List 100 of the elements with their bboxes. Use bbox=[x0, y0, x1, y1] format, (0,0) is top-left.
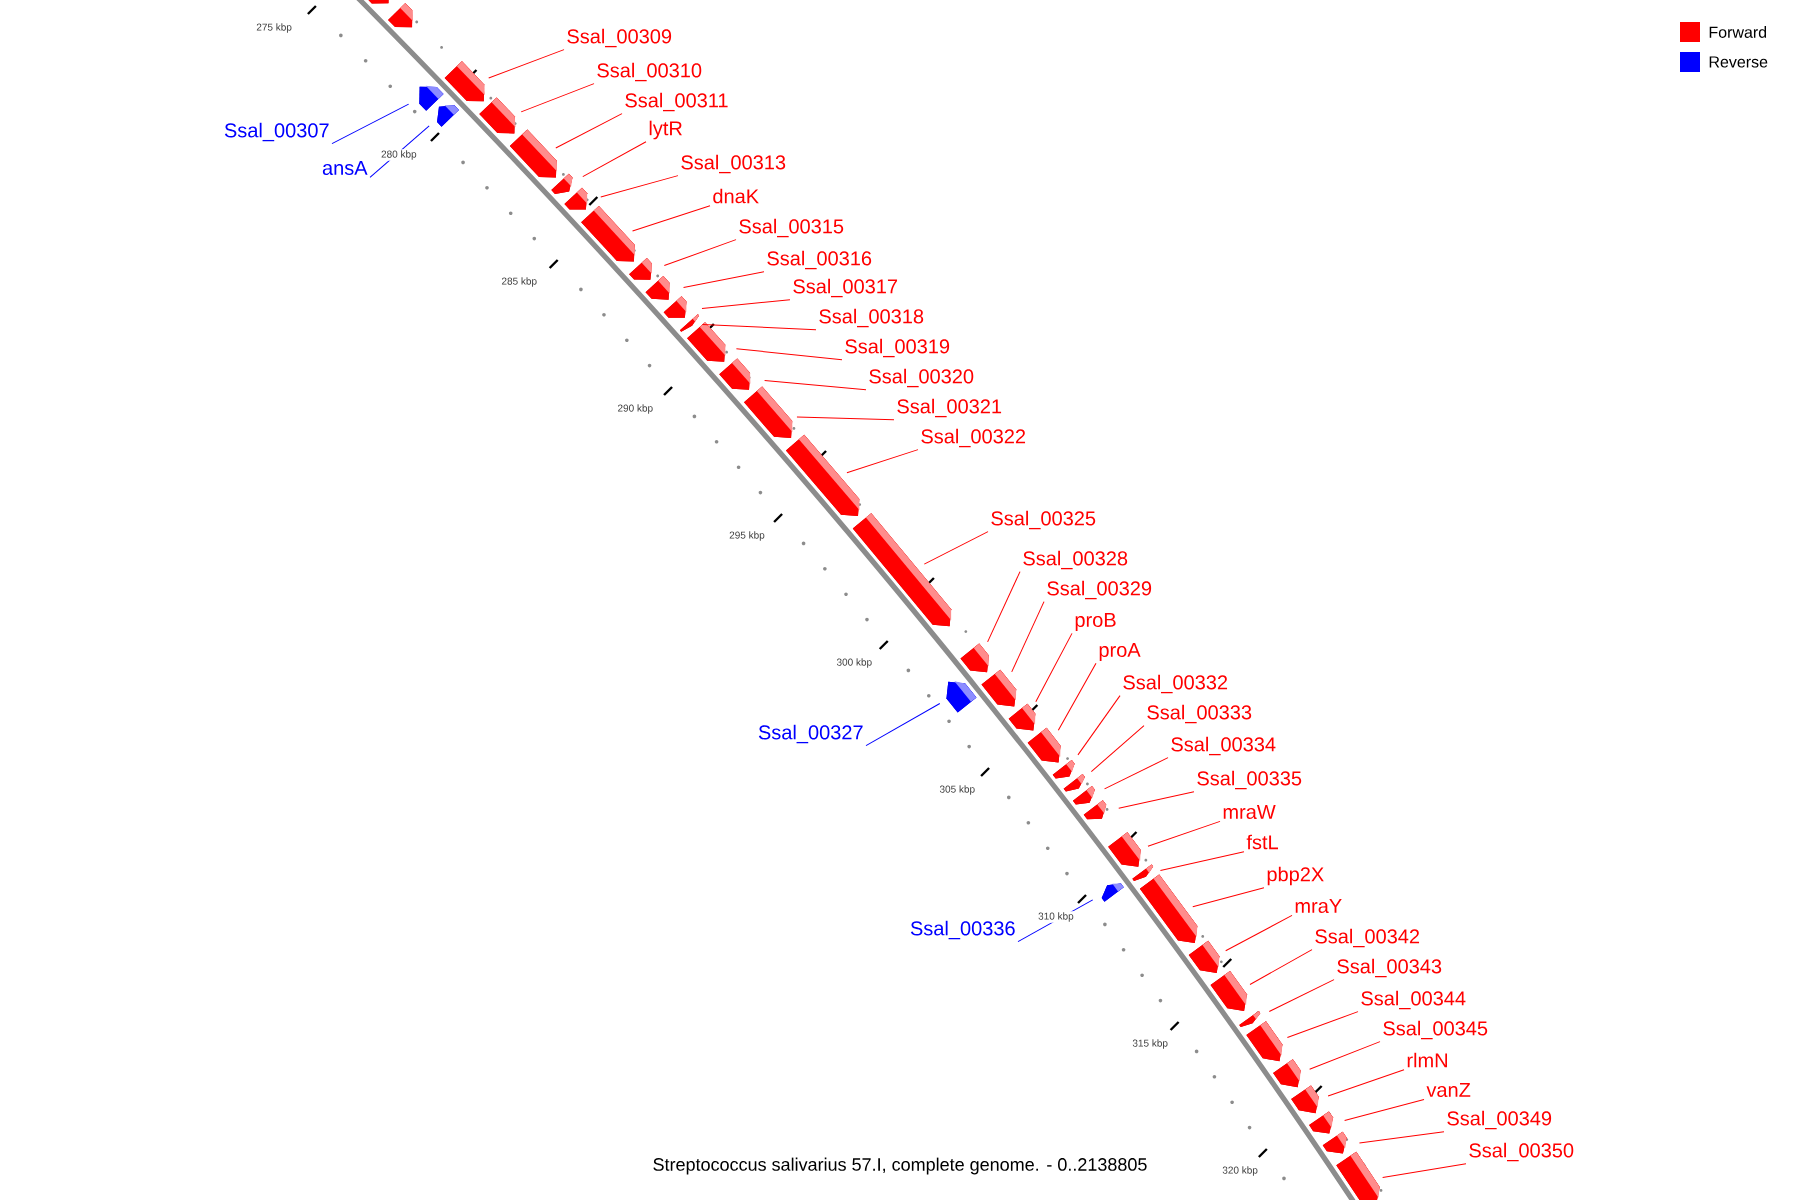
gene-block bbox=[564, 187, 588, 210]
leader-line bbox=[796, 416, 895, 421]
gene-block bbox=[1210, 970, 1247, 1012]
legend-label: Reverse bbox=[1709, 56, 1768, 68]
gene-label: Ssal_00321 bbox=[897, 398, 1002, 418]
leader-line bbox=[701, 299, 791, 310]
leader-line bbox=[1090, 725, 1145, 773]
gene-block bbox=[645, 276, 670, 300]
gene-label: rlmN bbox=[1407, 1052, 1447, 1068]
gene-block bbox=[687, 322, 726, 362]
gene-label: pbp2X bbox=[1267, 866, 1324, 886]
gene-label: mraW bbox=[1223, 805, 1276, 819]
gene-label: Ssal_00333 bbox=[1147, 704, 1252, 724]
gene-block bbox=[946, 681, 977, 713]
caption: Streptococcus salivarius 57.I, complete genome. - 0..2138805 bbox=[653, 1157, 1147, 1175]
gene-label: Ssal_00307 bbox=[224, 122, 329, 142]
gene-label: Ssal_00315 bbox=[739, 218, 844, 238]
gene-label: dnaK bbox=[713, 188, 759, 204]
gene-block bbox=[1083, 800, 1107, 820]
leader-line bbox=[1147, 820, 1221, 847]
leader-line bbox=[735, 348, 843, 361]
gene-label: Ssal_00329 bbox=[1047, 580, 1152, 600]
leader-line bbox=[488, 49, 565, 79]
leader-line bbox=[1358, 1131, 1445, 1144]
leader-line bbox=[764, 379, 867, 391]
leader-line bbox=[1192, 887, 1265, 908]
gene-label: fstL bbox=[1246, 834, 1278, 850]
leader-line bbox=[331, 103, 410, 145]
gene-label: Ssal_00332 bbox=[1123, 674, 1228, 694]
leader-line bbox=[923, 531, 989, 565]
gene-label: Ssal_00335 bbox=[1197, 770, 1302, 790]
gene-block bbox=[719, 358, 751, 390]
gene-block bbox=[1239, 1011, 1261, 1028]
gene-label: Ssal_00336 bbox=[910, 920, 1015, 940]
gene-label: Ssal_00309 bbox=[567, 28, 672, 48]
leader-line bbox=[1118, 791, 1195, 809]
gene-label: proA bbox=[1099, 643, 1141, 661]
leader-line bbox=[1104, 757, 1169, 790]
gene-label: Ssal_00342 bbox=[1315, 928, 1420, 948]
gene-block bbox=[1246, 1021, 1283, 1062]
gene-label: Ssal_00344 bbox=[1361, 990, 1466, 1010]
gene-label: proB bbox=[1075, 613, 1116, 631]
gene-label: mraY bbox=[1295, 899, 1342, 913]
gene-label: lytR bbox=[649, 120, 682, 140]
gene-label: Ssal_00343 bbox=[1337, 958, 1442, 978]
leader-line bbox=[1344, 1098, 1425, 1121]
gene-label: Ssal_00325 bbox=[991, 510, 1096, 530]
leader-line bbox=[1327, 1069, 1405, 1097]
gene-block bbox=[785, 434, 860, 517]
gene-label: Ssal_00349 bbox=[1447, 1110, 1552, 1130]
gene-label: vanZ bbox=[1426, 1083, 1471, 1097]
gene-block bbox=[960, 643, 989, 673]
gene-label: Ssal_00350 bbox=[1469, 1142, 1574, 1162]
leader-line bbox=[1249, 949, 1313, 985]
leader-line bbox=[865, 703, 941, 747]
gene-block bbox=[509, 129, 558, 178]
gene-block bbox=[581, 205, 636, 262]
gene-label: Ssal_00328 bbox=[1023, 550, 1128, 570]
leader-line bbox=[1077, 695, 1121, 756]
legend-label: Forward bbox=[1709, 26, 1767, 38]
gene-block bbox=[479, 97, 516, 134]
gene-block bbox=[437, 105, 459, 127]
gene-block bbox=[1101, 883, 1124, 902]
gene-block bbox=[444, 61, 485, 102]
leader-line bbox=[555, 113, 623, 149]
gene-block bbox=[1322, 1131, 1347, 1154]
leader-line bbox=[683, 271, 765, 289]
gene-label: Ssal_00322 bbox=[921, 428, 1026, 448]
gene-block bbox=[629, 258, 652, 280]
gene-block bbox=[679, 314, 700, 332]
leader-line bbox=[701, 324, 817, 331]
gene-block bbox=[1291, 1085, 1319, 1114]
gene-label: Ssal_00345 bbox=[1383, 1020, 1488, 1040]
leader-line bbox=[1382, 1163, 1467, 1178]
gene-block bbox=[981, 669, 1017, 707]
leader-line bbox=[632, 205, 711, 232]
gene-block bbox=[1052, 759, 1075, 779]
gene-block bbox=[1063, 774, 1085, 792]
gene-block bbox=[551, 173, 573, 194]
leader-line bbox=[1017, 899, 1094, 943]
gene-block bbox=[1027, 727, 1061, 763]
leader-line bbox=[663, 239, 737, 267]
leader-line bbox=[1286, 1011, 1359, 1038]
gene-label: Ssal_00313 bbox=[681, 154, 786, 174]
gene-block bbox=[663, 296, 687, 318]
gene-block bbox=[1132, 864, 1154, 881]
gene-block bbox=[852, 513, 952, 627]
gene-label: Ssal_00319 bbox=[845, 338, 950, 358]
gene-label: Ssal_00327 bbox=[758, 724, 863, 744]
leader-line bbox=[1268, 979, 1335, 1012]
gene-block bbox=[1108, 832, 1141, 867]
gene-block bbox=[1188, 940, 1220, 973]
gene-block bbox=[1336, 1151, 1380, 1200]
leader-line bbox=[582, 141, 647, 178]
gene-block bbox=[1309, 1111, 1334, 1134]
leader-line bbox=[1225, 914, 1293, 952]
gene-block bbox=[388, 3, 414, 28]
gene-block bbox=[419, 85, 444, 111]
leader-line bbox=[1159, 851, 1245, 871]
gene-label: Ssal_00334 bbox=[1171, 736, 1276, 756]
